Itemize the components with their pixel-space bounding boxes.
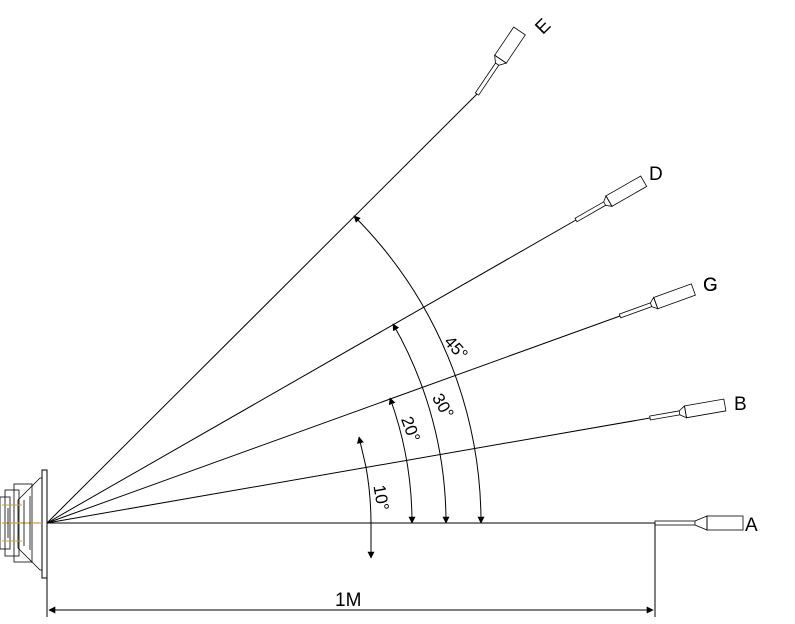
angle-label-20: 20°: [397, 414, 424, 445]
microphone-b-icon: [649, 398, 727, 421]
microphone-d-icon: [574, 175, 648, 223]
measurement-axes: [46, 93, 655, 524]
angle-arc-10: [357, 436, 375, 559]
axis-line-d: [46, 219, 577, 524]
axis-line-b: [46, 417, 651, 524]
axis-line-c: [46, 315, 621, 524]
distance-dimension: [46, 523, 656, 617]
mic-label-e: E: [531, 15, 555, 39]
mic-label-d: D: [649, 164, 663, 185]
axis-line-e: [46, 93, 478, 524]
mic-label-c: C: [703, 275, 717, 296]
angle-arc-45: [353, 215, 485, 524]
angle-label-45: 45°: [440, 332, 471, 364]
microphone-e-icon: [474, 26, 526, 96]
angle-label-30: 30°: [428, 390, 457, 422]
angle-label-10: 10°: [369, 483, 392, 512]
microphone-a-icon: [654, 515, 744, 531]
mic-label-c-overlay: G: [703, 275, 718, 296]
mic-label-a: A: [745, 515, 758, 536]
speaker-icon: [0, 469, 48, 579]
microphone-c-icon: [618, 283, 696, 319]
mic-label-b: B: [734, 394, 747, 415]
distance-label: 1M: [335, 590, 361, 611]
